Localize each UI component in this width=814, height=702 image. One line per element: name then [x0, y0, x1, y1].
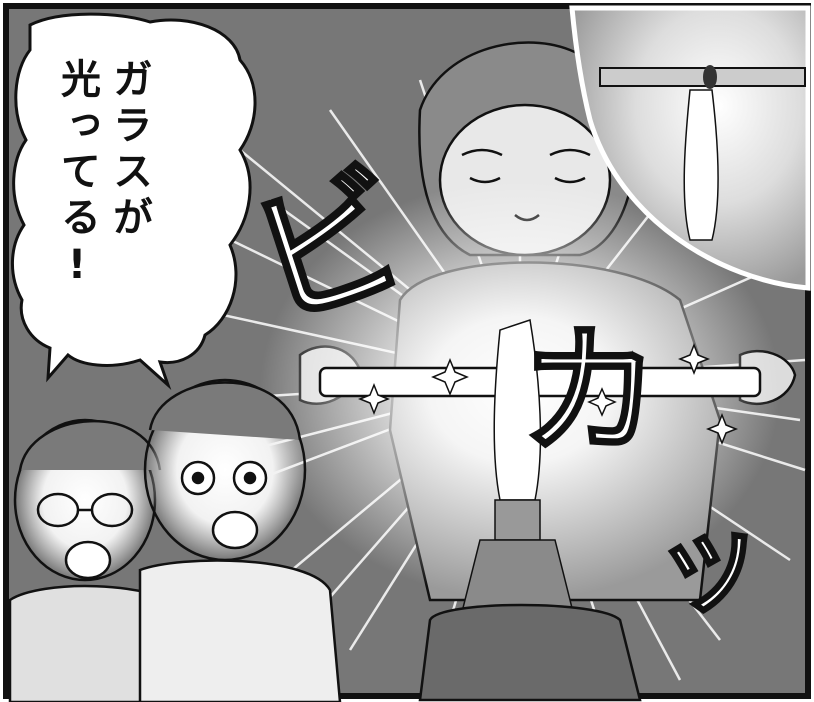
sfx-char-ka: カ [520, 311, 660, 474]
child-surprised [138, 378, 342, 702]
molten-glass [459, 319, 576, 621]
sfx-char-tsu: ッ [645, 489, 776, 634]
sparkles [357, 342, 739, 446]
closeup-inset [569, 5, 811, 291]
speech-bubble [11, 12, 257, 390]
speech-line-2: 光ってる! [54, 58, 100, 294]
speech-line-1: ガラスが [106, 58, 152, 242]
furnace [418, 603, 642, 702]
blowpipe [318, 366, 762, 398]
